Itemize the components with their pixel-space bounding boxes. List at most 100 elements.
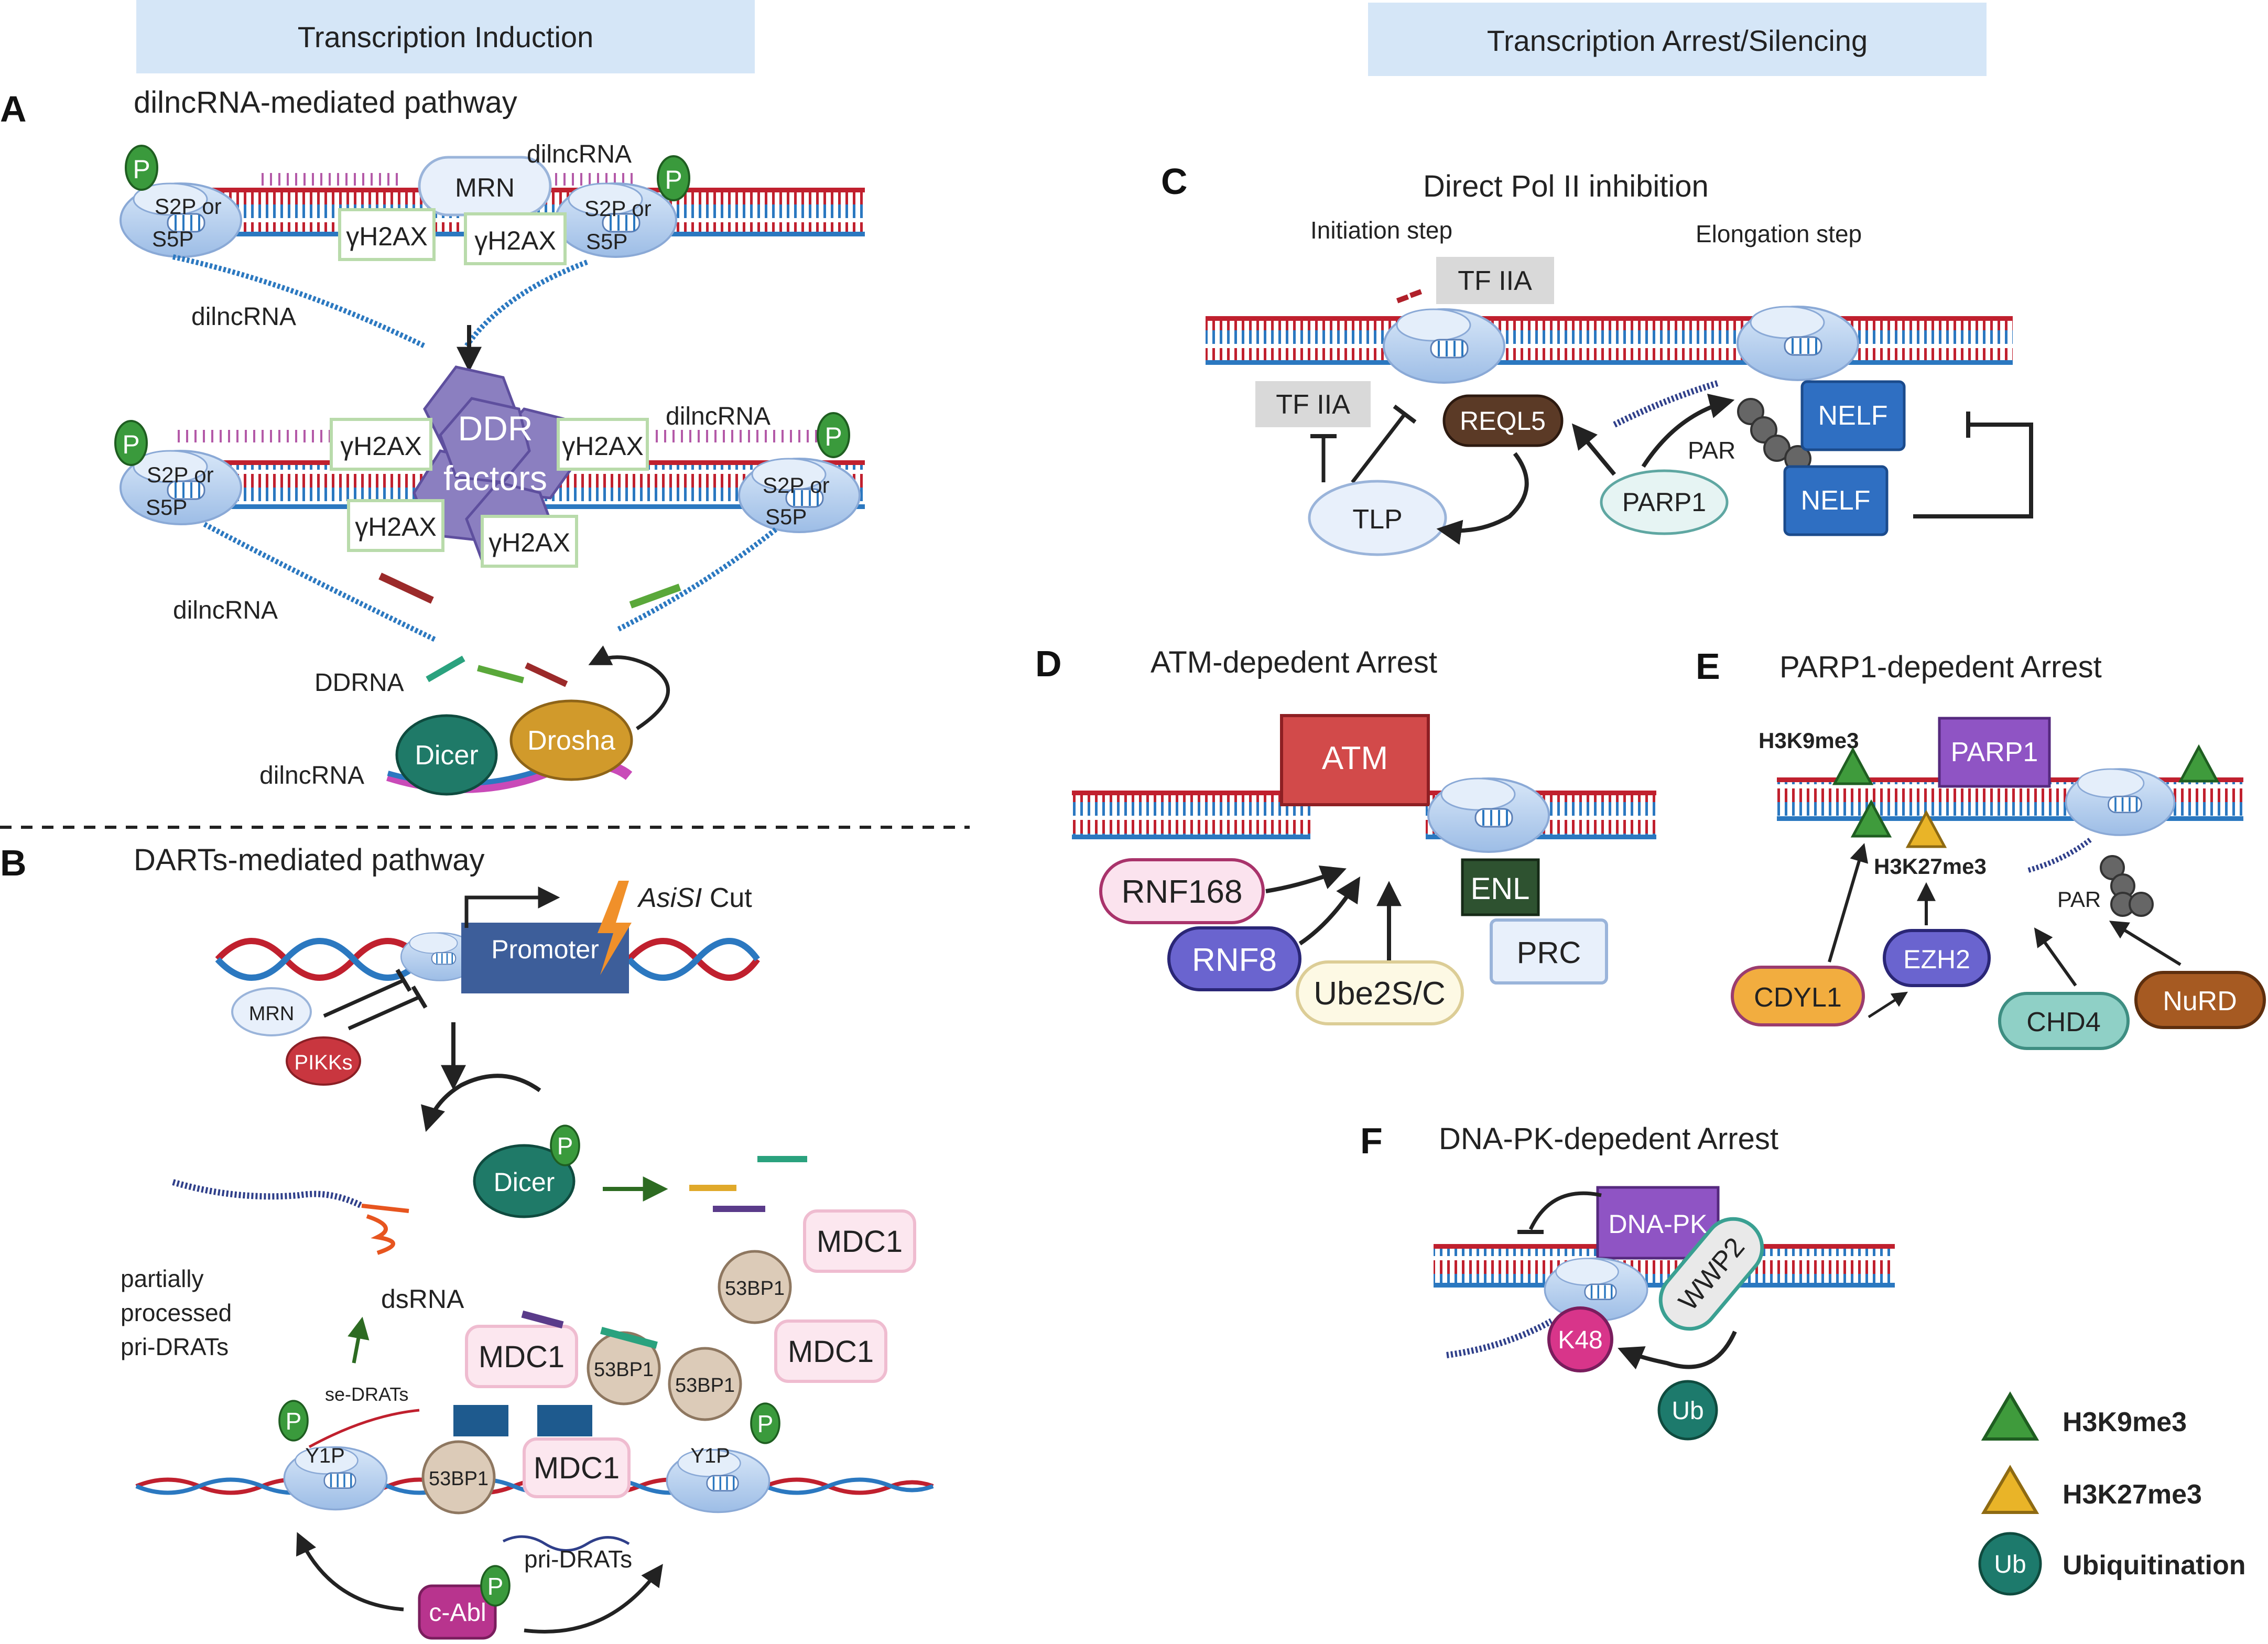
svg-text:se-DRATs: se-DRATs: [325, 1383, 408, 1405]
dna-ladder: [1206, 317, 2013, 364]
svg-text:TLP: TLP: [1352, 504, 1402, 535]
53bp1-protein: [587, 1331, 661, 1405]
svg-text:γH2AX: γH2AX: [562, 431, 644, 461]
gh2ax-box: [557, 418, 649, 471]
53bp1-protein: [421, 1440, 496, 1515]
gh2ax-box: [347, 499, 444, 552]
dilncrna-tail: [464, 259, 588, 348]
promoter-box: [461, 923, 629, 993]
prc-complex: [1490, 918, 1608, 985]
svg-text:PRC: PRC: [1517, 936, 1581, 970]
svg-text:ATM: ATM: [1322, 740, 1388, 776]
nascent-rna: [1446, 1318, 1553, 1358]
panel-a-title: dilncRNA-mediated pathway: [134, 85, 517, 120]
svg-text:MRN: MRN: [455, 173, 515, 202]
legend: H3K9me3 H3K27me3 Ub Ubiquitination: [1978, 1391, 2245, 1596]
rna-strand: [172, 1179, 363, 1209]
svg-text:NELF: NELF: [1818, 401, 1888, 431]
mrn-complex: [231, 987, 312, 1036]
svg-text:factors: factors: [443, 459, 547, 497]
panel-e-title: PARP1-depedent Arrest: [1779, 650, 2102, 684]
svg-text:γH2AX: γH2AX: [340, 431, 422, 461]
dilncrna-strand: [257, 173, 404, 186]
svg-text:Y1P: Y1P: [305, 1444, 345, 1467]
atm-kinase: [1280, 714, 1430, 806]
arrow: [296, 1532, 404, 1611]
nascent-rna: [2027, 837, 2093, 873]
k48-ubiquitin-site: [1547, 1306, 1613, 1372]
svg-text:partially: partially: [121, 1265, 204, 1292]
arrow: [1828, 843, 1869, 962]
svg-text:H3K9me3: H3K9me3: [1759, 728, 1859, 753]
svg-text:S2P or: S2P or: [763, 473, 830, 497]
arrow: [421, 1074, 541, 1132]
legend-label: Ubiquitination: [2063, 1550, 2245, 1581]
panel-d-title: ATM-depedent Arrest: [1151, 645, 1437, 679]
svg-text:γH2AX: γH2AX: [346, 222, 428, 251]
panel-e-letter: E: [1696, 646, 1720, 687]
svg-text:53BP1: 53BP1: [725, 1278, 785, 1300]
svg-text:TF IIA: TF IIA: [1276, 390, 1350, 420]
ubiquitin: [1657, 1380, 1718, 1441]
dsrna-strand: [361, 1204, 409, 1213]
svg-text:MDC1: MDC1: [534, 1451, 620, 1485]
dicer-enzyme: [395, 714, 498, 796]
53bp1-protein: [668, 1347, 742, 1421]
svg-text:K48: K48: [1558, 1326, 1602, 1354]
svg-text:RNF8: RNF8: [1192, 942, 1277, 978]
arrow: [2109, 921, 2182, 966]
dilncrna-tail: [203, 522, 437, 642]
gh2ax-box: [330, 418, 432, 471]
panel-b: B DARTs-mediated pathway Promoter AsiSI …: [0, 842, 934, 1640]
svg-text:P: P: [824, 422, 842, 451]
svg-text:53BP1: 53BP1: [594, 1359, 654, 1381]
arrow: [348, 1316, 370, 1364]
legend-label: H3K27me3: [2063, 1479, 2202, 1510]
svg-text:P: P: [133, 155, 150, 184]
svg-text:dsRNA: dsRNA: [381, 1284, 464, 1314]
svg-text:PARP1: PARP1: [1622, 488, 1706, 517]
h3k9me3-mark: [2178, 744, 2220, 783]
h3k9me3-mark: [1832, 747, 1874, 785]
rnf168-ligase: [1099, 858, 1265, 924]
svg-text:ENL: ENL: [1471, 872, 1530, 906]
inhibition-line: [323, 978, 405, 1018]
dna-break-end: [537, 1405, 592, 1436]
arrow: [1868, 991, 1908, 1019]
panel-f-letter: F: [1360, 1120, 1383, 1161]
arrow: [1571, 423, 1616, 476]
panel-f: F DNA-PK-depedent Arrest DNA-PK K48 WWP2…: [1360, 1120, 1895, 1441]
svg-text:NELF: NELF: [1801, 485, 1871, 516]
svg-text:DNA-PK: DNA-PK: [1609, 1209, 1708, 1239]
enl-protein: [1461, 858, 1540, 916]
panel-f-title: DNA-PK-depedent Arrest: [1439, 1122, 1778, 1156]
svg-text:Promoter: Promoter: [491, 935, 599, 964]
arrow: [1618, 1331, 1737, 1370]
svg-text:P: P: [122, 430, 139, 459]
lightning-icon: [598, 881, 632, 975]
panel-c-title: Direct Pol II inhibition: [1423, 169, 1709, 203]
panel-b-title: DARTs-mediated pathway: [134, 843, 484, 877]
c-abl-kinase: [418, 1584, 497, 1640]
svg-text:c-Abl: c-Abl: [429, 1599, 486, 1627]
svg-text:S5P: S5P: [152, 226, 193, 251]
ddrna-fragment: [426, 655, 465, 683]
svg-text:P: P: [557, 1132, 573, 1160]
arrow: [2034, 927, 2077, 987]
svg-text:P: P: [665, 165, 682, 194]
tf2a-factor: [1436, 257, 1554, 304]
inhibition-line: [1913, 423, 2033, 518]
svg-text:Elongation step: Elongation step: [1696, 220, 1862, 247]
svg-text:γH2AX: γH2AX: [474, 226, 556, 255]
legend-h3k9me3-icon: [1981, 1391, 2039, 1441]
svg-text:NuRD: NuRD: [2163, 986, 2237, 1016]
rna-polymerase: [1383, 308, 1505, 384]
se-drats-strand: [308, 1409, 420, 1448]
svg-text:DDRNA: DDRNA: [314, 669, 404, 697]
panel-a-letter: A: [0, 89, 27, 129]
svg-text:PAR: PAR: [1688, 437, 1735, 464]
svg-text:pri-DRATs: pri-DRATs: [121, 1333, 229, 1360]
dilncrna-tail: [172, 254, 426, 349]
svg-text:S2P or: S2P or: [155, 194, 222, 219]
